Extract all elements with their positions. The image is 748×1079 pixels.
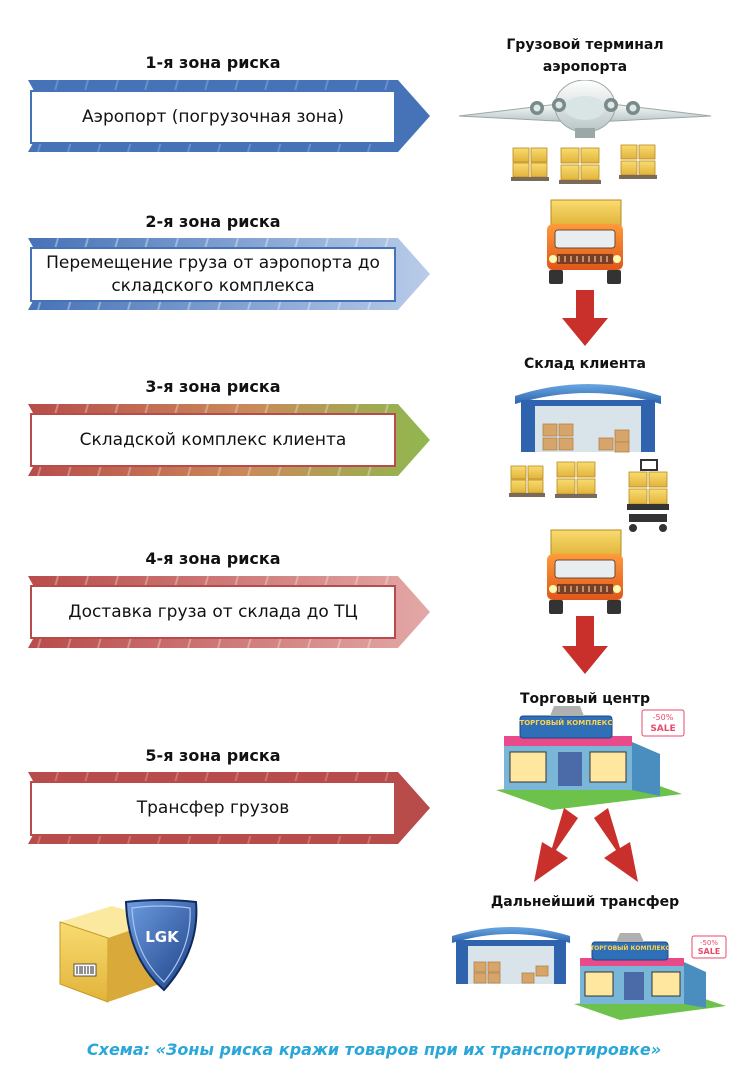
truck-icon (547, 199, 623, 284)
truck-icon (547, 529, 623, 614)
zone-1-label: Аэропорт (погрузочная зона) (82, 106, 344, 127)
zone-5-label-box: Трансфер грузов (30, 781, 396, 836)
arrow-down-icon (562, 290, 608, 346)
zone-5-label: Трансфер грузов (136, 798, 290, 818)
zone-4-title: 4-я зона риска (145, 549, 281, 568)
sale-badge: -50% SALE (641, 709, 685, 737)
zone-4-label: Доставка груза от склада до ТЦ (68, 601, 358, 622)
transfer-label: Дальнейший трансфер (490, 894, 680, 910)
mall-label: Торговый центр (519, 691, 650, 707)
sale-badge: -50% SALE (691, 935, 727, 959)
zone-5-title: 5-я зона риска (145, 746, 281, 765)
zone-2-label: Перемещение груза от аэропорта до складс… (46, 252, 380, 296)
zone-3-label: Складской комплекс клиента (79, 429, 347, 450)
shopping-mall-icon: ТОРГОВЫЙ КОМПЛЕКС -50% SALE (496, 706, 685, 810)
zone-1-title: 1-я зона риска (145, 53, 281, 72)
cargo-pallets-icon (509, 459, 669, 532)
sale-text: SALE (698, 947, 721, 956)
zone-3-label-box: Складской комплекс клиента (30, 413, 396, 467)
diagram-caption: Схема: «Зоны риска кражи товаров при их … (86, 1040, 662, 1059)
warehouse-icon (515, 384, 661, 453)
warehouse-label: Склад клиента (524, 356, 646, 372)
sale-discount-text: -50% (700, 939, 718, 947)
sale-text: SALE (650, 724, 675, 734)
warehouse-icon (452, 927, 570, 984)
zone-1-label-box: Аэропорт (погрузочная зона) (30, 90, 396, 144)
zone-4-label-box: Доставка груза от склада до ТЦ (30, 585, 396, 639)
mall-sign-text: ТОРГОВЫЙ КОМПЛЕКС (590, 944, 670, 952)
zone-2-title: 2-я зона риска (145, 212, 281, 231)
arrow-down-icon (562, 616, 608, 674)
company-logo: LGK (59, 899, 198, 1003)
airplane-icon (458, 80, 712, 138)
zone-2-label-box: Перемещение груза от аэропорта до складс… (30, 247, 396, 302)
arrows-split-icon (534, 808, 638, 882)
mall-sign-text: ТОРГОВЫЙ КОМПЛЕКС (519, 718, 612, 727)
sale-discount-text: -50% (653, 713, 674, 722)
logo-text: LGK (145, 928, 180, 946)
zone-3-title: 3-я зона риска (145, 377, 281, 396)
cargo-pallets-icon (511, 144, 657, 184)
shopping-mall-icon: ТОРГОВЫЙ КОМПЛЕКС -50% SALE (574, 933, 727, 1020)
airport-label: Грузовой терминал аэропорта (506, 37, 664, 75)
